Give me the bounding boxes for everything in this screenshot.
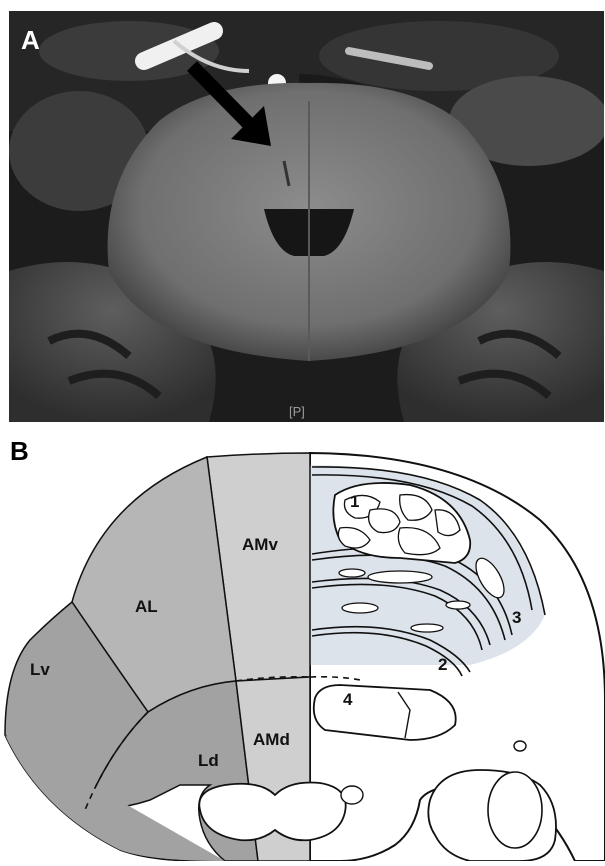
label-lv: Lv — [30, 660, 50, 679]
brainstem-schematic: AMv AL Lv Ld AMd 1 2 3 4 — [0, 440, 605, 861]
orientation-marker: [P] — [289, 404, 305, 419]
label-nucleus-1: 1 — [350, 492, 359, 511]
label-al: AL — [135, 597, 158, 616]
mri-panel-a: A [P] — [9, 11, 604, 422]
label-amv: AMv — [242, 535, 278, 554]
panel-a-letter: A — [21, 25, 40, 56]
schematic-panel-b: AMv AL Lv Ld AMd 1 2 3 4 — [0, 440, 605, 861]
label-nucleus-3: 3 — [512, 608, 521, 627]
mri-image — [9, 11, 604, 422]
label-amd: AMd — [253, 730, 290, 749]
nucleus-4 — [314, 685, 456, 740]
label-nucleus-2: 2 — [438, 655, 447, 674]
label-nucleus-4: 4 — [343, 690, 353, 709]
label-ld: Ld — [198, 751, 219, 770]
